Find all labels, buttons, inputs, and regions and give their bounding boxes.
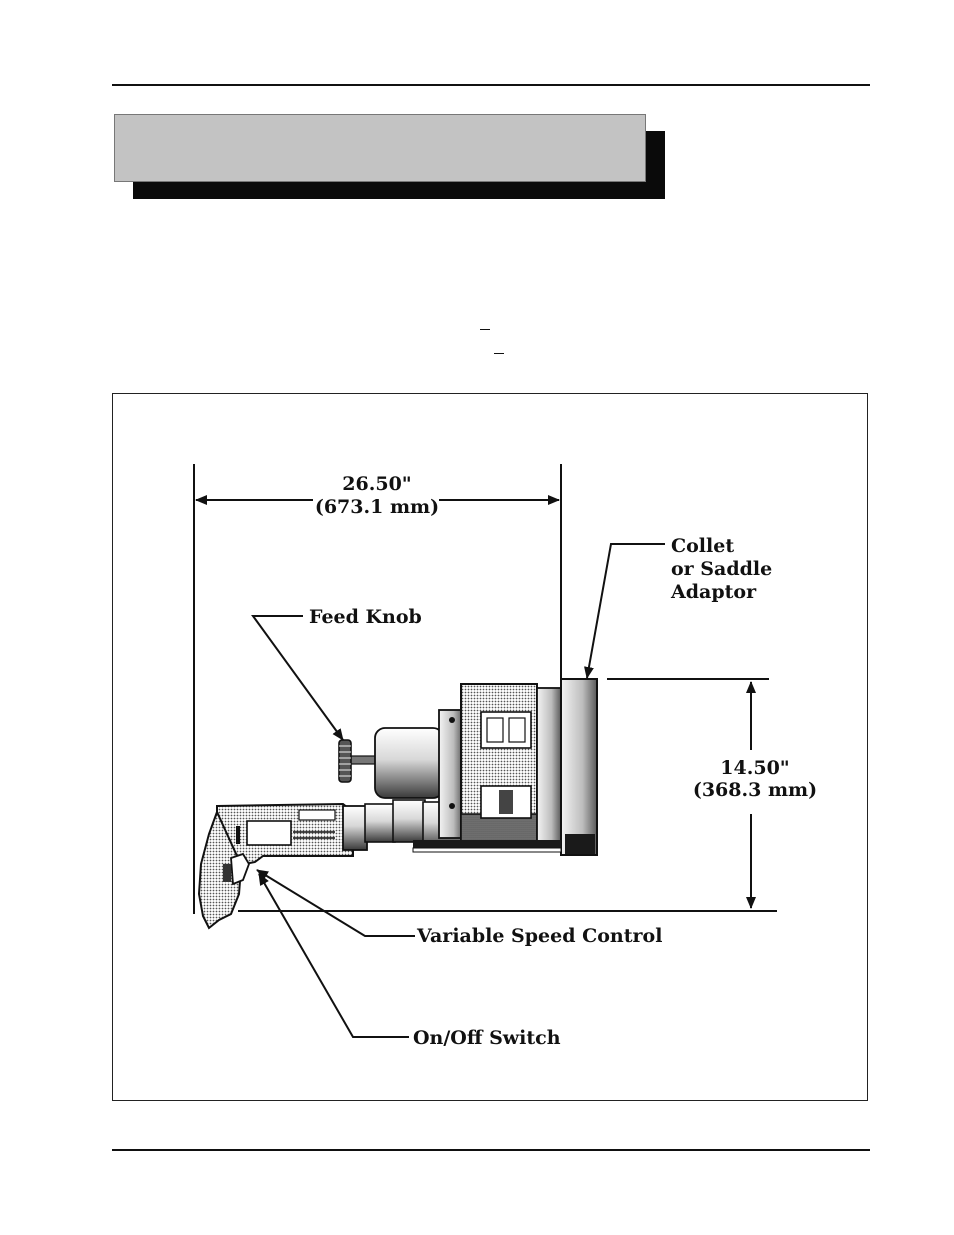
- height-dimension-value: 14.50": [720, 757, 789, 779]
- variable-speed-leader: [256, 869, 415, 937]
- collet-label-line-3: Adaptor: [670, 581, 757, 603]
- dimension-figure: 26.50" (673.1 mm) 14.50" (368.3 mm): [112, 393, 868, 1101]
- drill-diagram: 26.50" (673.1 mm) 14.50" (368.3 mm): [193, 464, 817, 1049]
- width-dimension-value: 26.50": [342, 473, 411, 495]
- section-title-box: [114, 114, 646, 182]
- on-off-label: On/Off Switch: [413, 1027, 561, 1049]
- collet-label-line-1: Collet: [671, 535, 734, 557]
- header-rule: [112, 84, 870, 86]
- on-off-leader: [258, 873, 409, 1038]
- height-dimension-metric: (368.3 mm): [693, 779, 817, 801]
- drill-illustration: [197, 678, 598, 930]
- variable-speed-label: Variable Speed Control: [416, 925, 662, 947]
- collet-leader: [584, 543, 665, 679]
- width-dimension-metric: (673.1 mm): [315, 496, 439, 518]
- collet-label-line-2: or Saddle: [671, 558, 772, 580]
- text-mark: [480, 329, 490, 330]
- feed-knob-leader: [251, 615, 344, 741]
- feed-knob-label: Feed Knob: [309, 606, 422, 628]
- text-mark: [494, 353, 504, 354]
- footer-rule: [112, 1149, 870, 1151]
